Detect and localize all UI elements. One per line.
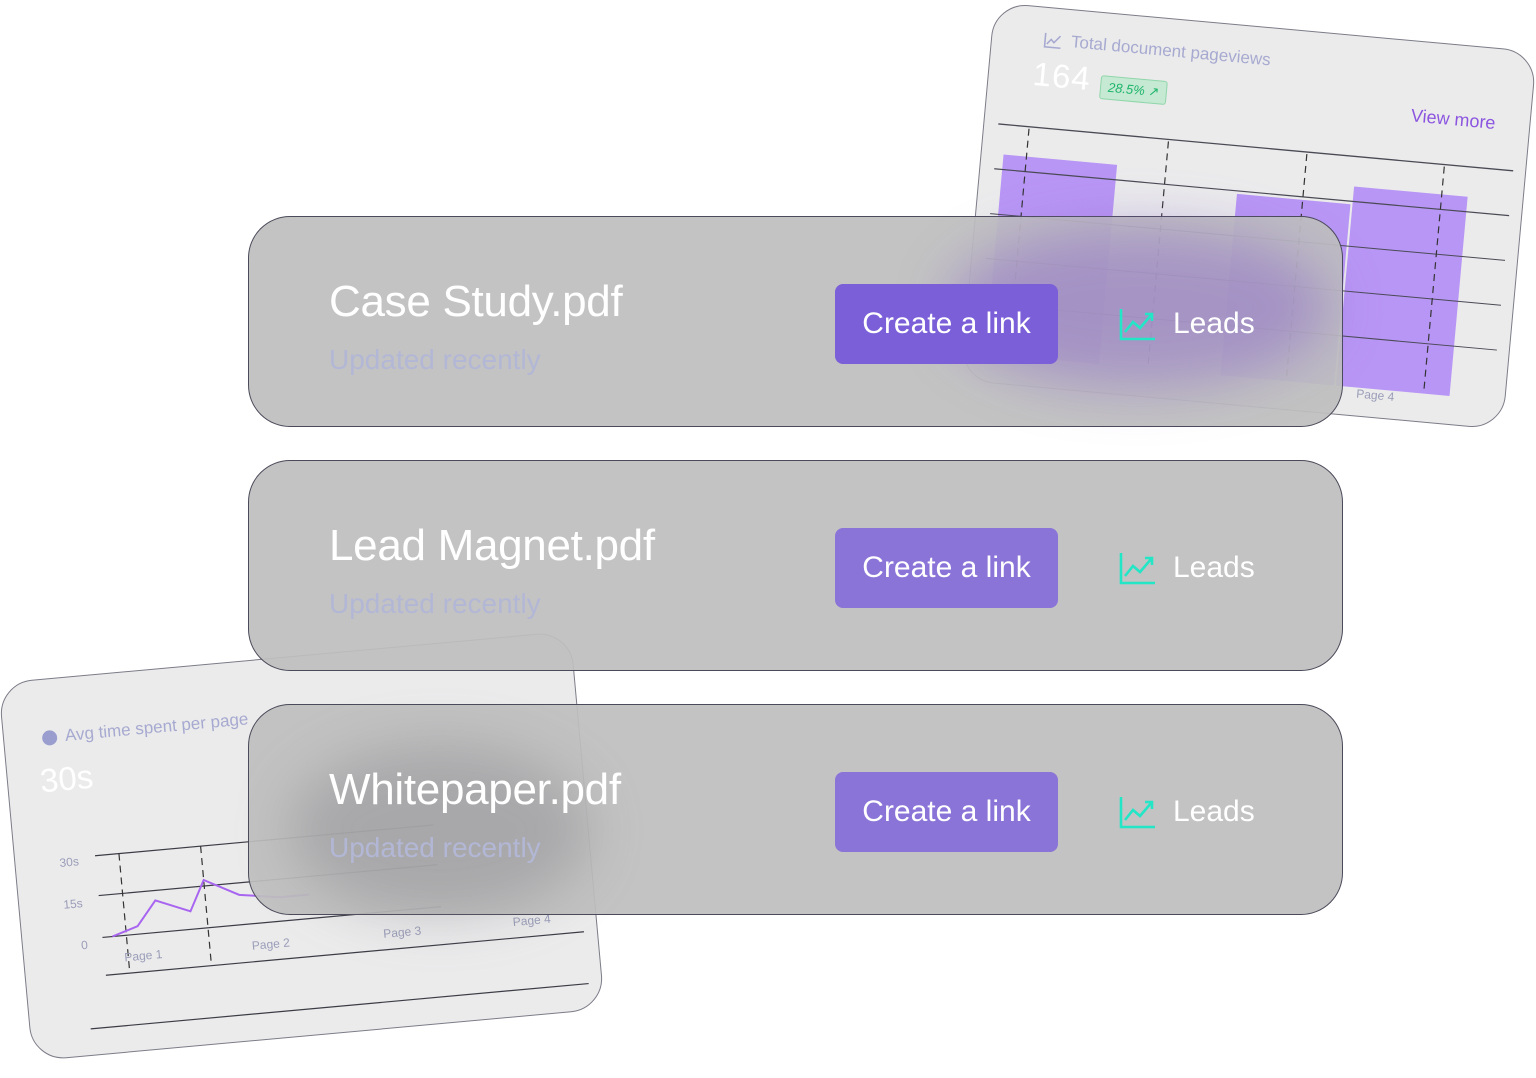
y-tick-label: 15s [63, 896, 84, 912]
document-card[interactable]: Whitepaper.pdf Updated recently Create a… [248, 704, 1343, 915]
leads-button[interactable]: Leads [1119, 299, 1255, 349]
leads-trend-icon [1119, 553, 1155, 585]
create-link-button[interactable]: Create a link [835, 528, 1058, 608]
x-tick-label: Page 3 [383, 923, 422, 940]
x-tick-label: Page 4 [512, 912, 551, 929]
leads-trend-icon [1119, 797, 1155, 829]
pageviews-title: Total document pageviews [1043, 30, 1271, 71]
pageviews-x-label: Page 4 [1356, 387, 1395, 404]
create-link-button[interactable]: Create a link [835, 284, 1058, 364]
avg-time-value: 30s [38, 757, 95, 800]
leads-label: Leads [1173, 795, 1255, 828]
document-status: Updated recently [329, 344, 541, 375]
leads-button[interactable]: Leads [1119, 787, 1255, 837]
document-card[interactable]: Case Study.pdf Updated recently Create a… [248, 216, 1343, 427]
leads-label: Leads [1173, 551, 1255, 584]
document-name: Whitepaper.pdf [329, 765, 621, 814]
pageviews-value: 164 [1031, 54, 1093, 98]
x-tick-label: Page 1 [124, 947, 163, 964]
document-name: Case Study.pdf [329, 277, 623, 326]
avg-time-card: 30s 15s 0 Page 1 Page 2 Page 3 Page 4 Av… [0, 630, 606, 1062]
create-link-button[interactable]: Create a link [835, 772, 1058, 852]
leads-trend-icon [1119, 309, 1155, 341]
leads-label: Leads [1173, 307, 1255, 340]
document-status: Updated recently [329, 588, 541, 619]
avg-time-chart: 30s 15s 0 Page 1 Page 2 Page 3 Page 4 [59, 824, 589, 1030]
document-name: Lead Magnet.pdf [329, 521, 655, 570]
document-card[interactable]: Lead Magnet.pdf Updated recently Create … [248, 460, 1343, 671]
x-tick-label: Page 2 [251, 935, 290, 952]
pageviews-bar [1335, 186, 1468, 396]
timer-icon [41, 729, 58, 746]
y-tick-label: 30s [59, 854, 80, 870]
document-status: Updated recently [329, 832, 541, 863]
y-tick-label: 0 [80, 938, 88, 953]
leads-button[interactable]: Leads [1119, 543, 1255, 593]
trend-chart-icon [1043, 32, 1062, 50]
